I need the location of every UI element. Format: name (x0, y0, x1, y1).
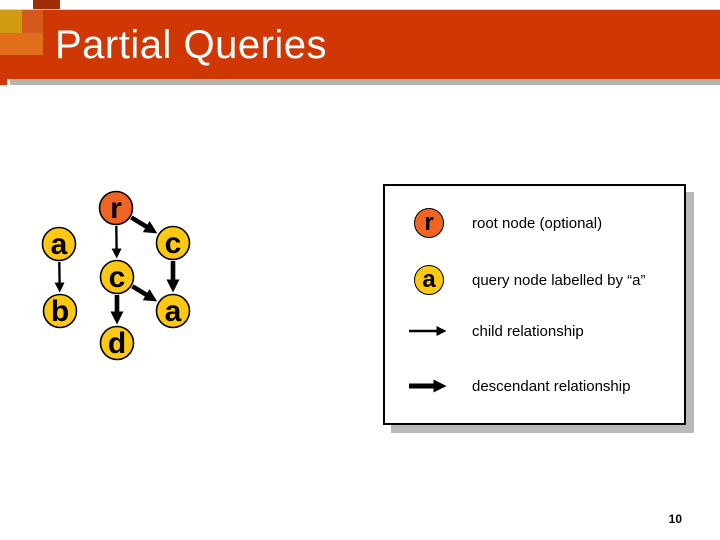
legend-icon-cell: r (397, 208, 461, 238)
query-node-circle (155, 225, 191, 261)
legend-item-query-node: a query node labelled by “a” (397, 263, 645, 297)
legend-label: root node (optional) (472, 214, 603, 232)
legend-icon-cell (397, 323, 461, 339)
tree-node-label: a (51, 228, 68, 261)
query-node-circle (41, 226, 77, 262)
legend-label: query node labelled by “a” (472, 271, 646, 289)
tree-node-c2: c (99, 259, 135, 295)
legend-icon-cell: a (397, 265, 461, 295)
tree-node-d1: d (99, 325, 135, 361)
query-node-symbol: a (422, 266, 436, 293)
legend-item-child-relationship: child relationship (397, 314, 584, 348)
tree-node-r: r (98, 190, 134, 226)
tree-node-label: d (108, 327, 126, 360)
tree-node-label: c (165, 227, 182, 260)
deco-square-dark-red (33, 0, 60, 9)
legend-label: child relationship (472, 322, 584, 340)
query-node-circle (42, 293, 78, 329)
root-node-icon: r (414, 208, 444, 238)
deco-square-banner-foot (0, 79, 7, 85)
query-node-circle (155, 293, 191, 329)
root-node-symbol: r (424, 209, 434, 236)
root-node-circle (98, 190, 134, 226)
legend-item-root-node: r root node (optional) (397, 206, 602, 240)
legend-item-descendant-relationship: descendant relationship (397, 369, 630, 403)
tree-node-b1: b (42, 293, 78, 329)
tree-node-a2: a (155, 293, 191, 329)
legend-label: descendant relationship (472, 377, 631, 395)
tree-node-label: a (165, 295, 182, 328)
descendant-arrow-icon (409, 379, 447, 393)
tree-node-c1: c (155, 225, 191, 261)
descendant-edge-c2-a2 (131, 284, 158, 302)
deco-square-mid-orange (22, 10, 43, 33)
descendant-edge-r-c1 (130, 215, 158, 234)
slide-title: Partial Queries (55, 23, 328, 67)
deco-square-gold (0, 10, 22, 33)
deco-square-orange (0, 33, 43, 55)
page-number: 10 (668, 512, 682, 526)
legend-icon-cell (397, 377, 461, 395)
legend-box: r root node (optional) a query node labe… (383, 184, 686, 425)
banner-shadow (10, 79, 720, 85)
title-banner: Partial Queries (0, 9, 720, 79)
tree-node-label: c (109, 261, 126, 294)
query-node-circle (99, 259, 135, 295)
tree-node-label: r (110, 192, 122, 225)
tree-node-a1: a (41, 226, 77, 262)
query-node-circle (99, 325, 135, 361)
child-arrow-icon (409, 326, 447, 336)
tree-node-label: b (51, 295, 69, 328)
query-node-icon: a (414, 265, 444, 295)
